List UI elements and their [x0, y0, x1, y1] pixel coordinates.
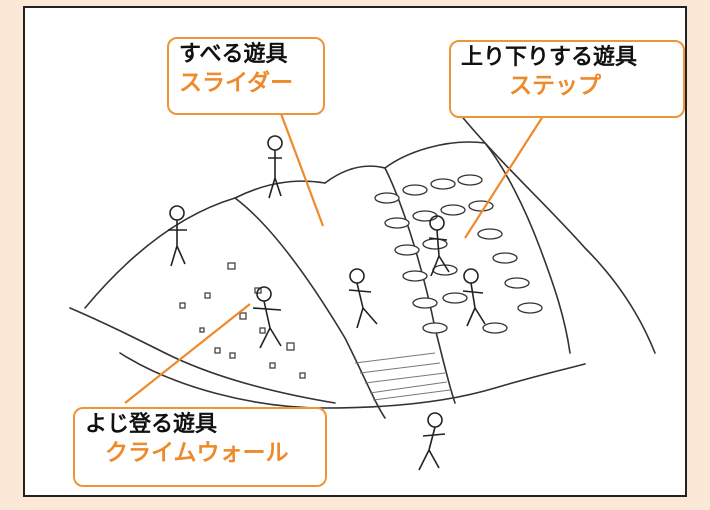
step-name-label: ステップ [509, 73, 601, 99]
playground-sketch [69, 107, 656, 471]
climbing-holds [179, 262, 306, 379]
step-top-edge [384, 141, 486, 169]
step-right-edge [484, 142, 571, 354]
slide-right-ridge [384, 167, 456, 404]
people-figures [168, 135, 486, 471]
climb-wall-top-edge [234, 180, 326, 199]
leader-lines [124, 110, 546, 404]
illustration-frame: すべる遊具 スライダー 上り下りする遊具 ステップ よじ登る遊具 クライムウォー… [23, 6, 687, 497]
step-stools [374, 174, 543, 334]
callout-climb-wall: よじ登る遊具 クライムウォール [73, 407, 327, 487]
far-left-edge [69, 307, 166, 354]
right-ground-edge [454, 107, 656, 354]
slider-name-label: スライダー [179, 70, 294, 96]
climb-front-fold [164, 352, 336, 404]
left-ground-edge [84, 197, 236, 309]
callout-slider: すべる遊具 スライダー [167, 37, 325, 115]
step-category-label: 上り下りする遊具 [461, 45, 638, 70]
slide-top-edge [324, 165, 386, 184]
slider-category-label: すべる遊具 [179, 42, 288, 67]
slide-left-ridge [234, 197, 386, 419]
callout-step: 上り下りする遊具 ステップ [449, 40, 685, 118]
climb-name-label: クライムウォール [105, 440, 289, 466]
climb-category-label: よじ登る遊具 [85, 412, 218, 437]
front-base-edge [119, 352, 586, 409]
